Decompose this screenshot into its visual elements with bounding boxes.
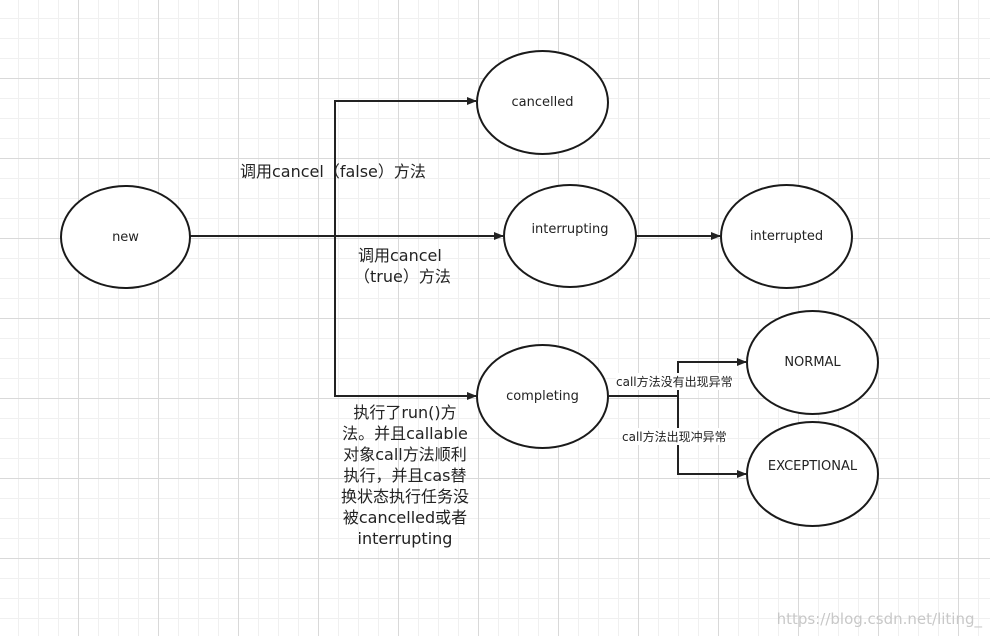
state-interrupting: interrupting [503,184,637,288]
state-interrupted-label: interrupted [749,229,824,244]
state-completing-label: completing [506,389,579,404]
state-cancelled: cancelled [476,50,609,155]
edge-label-cancel-true-line2: （true）方法 [354,267,451,286]
edge-label-run-line4: 执行，并且cas替 [343,466,467,485]
edge-label-run-line7: interrupting [357,529,453,548]
state-new: new [60,185,191,289]
state-normal-label: NORMAL [784,355,841,370]
state-exceptional-label: EXCEPTIONAL [767,459,858,474]
state-cancelled-label: cancelled [511,95,574,110]
edge-label-call-no-exception-text: call方法没有出现异常 [616,375,733,389]
edge-label-cancel-false-text: 调用cancel（false）方法 [240,162,426,181]
edge-label-call-no-exception: call方法没有出现异常 [616,373,733,390]
edge-label-call-exception: call方法出现冲异常 [622,428,727,445]
state-interrupting-label: interrupting [531,222,609,237]
state-completing: completing [476,344,609,449]
edge-label-run: 执行了run()方 法。并且callable 对象call方法顺利 执行，并且c… [325,402,485,549]
edge-label-cancel-true: 调用cancel （true）方法 [354,245,451,287]
state-new-label: new [112,229,139,245]
edge-label-run-line6: 被cancelled或者 [342,508,468,527]
watermark: https://blog.csdn.net/liting_ [776,610,982,628]
edge-label-call-exception-text: call方法出现冲异常 [622,430,727,444]
state-interrupted: interrupted [720,184,853,289]
state-exceptional: EXCEPTIONAL [746,421,879,527]
edge-label-run-line3: 对象call方法顺利 [343,445,467,464]
edge-label-run-line1: 执行了run()方 [353,403,457,422]
edge-label-cancel-false: 调用cancel（false）方法 [240,161,426,182]
edge-label-cancel-true-line1: 调用cancel [358,246,442,265]
edge-label-run-line2: 法。并且callable [342,424,468,443]
edge-label-run-line5: 换状态执行任务没 [340,487,469,506]
state-normal: NORMAL [746,310,879,415]
